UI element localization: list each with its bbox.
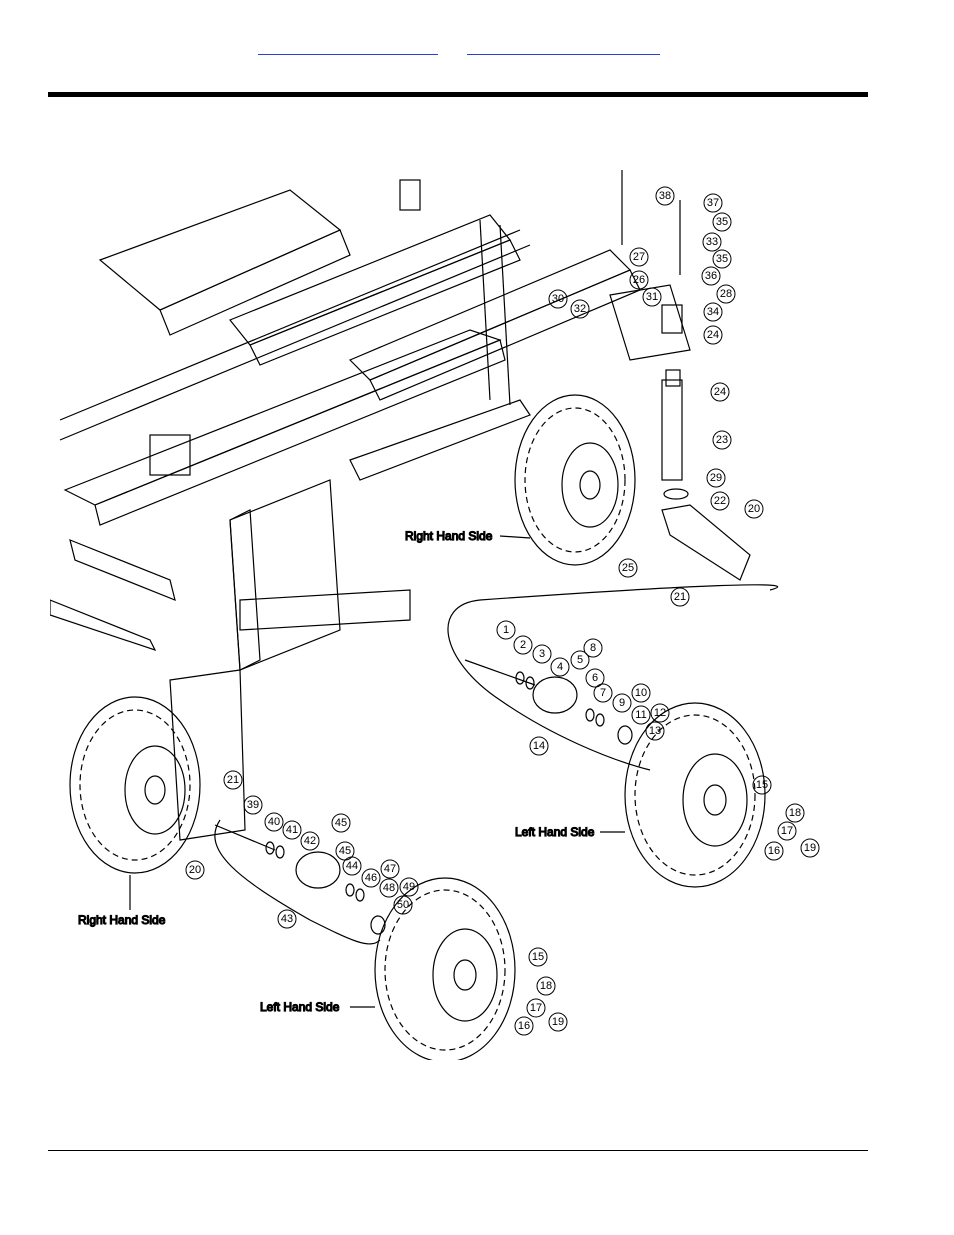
callout-44: 44: [346, 860, 358, 872]
callout-7: 7: [600, 687, 606, 699]
detail-loop-front: [214, 819, 381, 945]
callouts: 1 2 3 4 5 6 7 8 9 10 11 12 13 14 15 16 1…: [185, 186, 820, 1036]
callout-47: 47: [384, 863, 396, 875]
side-label-right-front: Right Hand Side: [78, 913, 166, 927]
callout-13: 13: [649, 725, 661, 737]
callout-8: 8: [590, 642, 596, 654]
spindle-front: [214, 824, 386, 935]
callout-11: 11: [635, 709, 646, 721]
wheel-right-front: [69, 696, 201, 874]
header-link-1[interactable]: [258, 40, 438, 55]
detail-loop-rear: [447, 584, 779, 771]
callout-40: 40: [268, 816, 280, 828]
callout-14: 14: [533, 740, 545, 752]
callout-16b: 16: [518, 1020, 530, 1032]
callout-35b: 35: [716, 253, 728, 265]
callout-12: 12: [654, 707, 666, 719]
header-link-2[interactable]: [467, 40, 660, 55]
callout-39: 39: [247, 799, 259, 811]
spindle-rear: [464, 659, 633, 745]
callout-19: 19: [804, 842, 816, 854]
callout-32: 32: [574, 303, 586, 315]
callout-45a: 45: [335, 817, 347, 829]
callout-48: 48: [383, 882, 395, 894]
callout-37: 37: [707, 197, 719, 209]
callout-19b: 19: [552, 1016, 564, 1028]
callout-41: 41: [286, 824, 298, 836]
side-label-left-front: Left Hand Side: [260, 1000, 340, 1014]
callout-36: 36: [705, 270, 717, 282]
callout-5: 5: [577, 654, 583, 666]
callout-26: 26: [633, 274, 645, 286]
callout-42: 42: [304, 835, 316, 847]
callout-23: 23: [716, 434, 728, 446]
parts-diagram-svg: Right Hand Side Left Hand Side Right Han…: [49, 170, 820, 1063]
callout-46: 46: [365, 872, 377, 884]
callout-31: 31: [646, 291, 658, 303]
callout-17b: 17: [530, 1002, 542, 1014]
callout-21a: 21: [674, 591, 686, 603]
parts-diagram: Right Hand Side Left Hand Side Right Han…: [49, 160, 830, 1063]
callout-45b: 45: [339, 845, 351, 857]
callout-24a: 24: [714, 386, 726, 398]
callout-3: 3: [539, 648, 545, 660]
callout-35a: 35: [716, 216, 728, 228]
callout-24b: 24: [707, 329, 719, 341]
callout-17: 17: [781, 825, 793, 837]
callout-1: 1: [503, 624, 509, 636]
wheel-right-rear: [514, 394, 636, 566]
callout-9: 9: [619, 697, 625, 709]
callout-28: 28: [720, 288, 732, 300]
callout-16: 16: [768, 845, 780, 857]
callout-6: 6: [592, 672, 598, 684]
callout-20a: 20: [748, 503, 760, 515]
callout-10: 10: [635, 687, 647, 699]
side-label-left-rear: Left Hand Side: [515, 825, 595, 839]
wheel-left-rear: [624, 702, 766, 888]
callout-18b: 18: [540, 980, 552, 992]
top-rule: [48, 92, 868, 97]
callout-25: 25: [622, 562, 634, 574]
callout-21b: 21: [227, 774, 239, 786]
callout-29: 29: [710, 472, 722, 484]
callout-34: 34: [707, 306, 719, 318]
callout-2: 2: [520, 639, 526, 651]
callout-4: 4: [557, 661, 563, 673]
callout-33: 33: [706, 236, 718, 248]
pivot-assembly: [621, 170, 751, 581]
callout-15: 15: [756, 779, 768, 791]
callout-49: 49: [403, 881, 415, 893]
callout-27: 27: [633, 251, 645, 263]
callout-38: 38: [659, 190, 671, 202]
callout-50: 50: [397, 899, 409, 911]
bottom-rule: [48, 1150, 868, 1151]
callout-43: 43: [281, 913, 293, 925]
callout-20b: 20: [189, 864, 201, 876]
callout-30: 30: [552, 293, 564, 305]
side-label-right-rear: Right Hand Side: [405, 529, 493, 543]
callout-18: 18: [789, 807, 801, 819]
callout-22: 22: [714, 495, 726, 507]
callout-15b: 15: [532, 951, 544, 963]
frame-drawing: [49, 179, 691, 841]
